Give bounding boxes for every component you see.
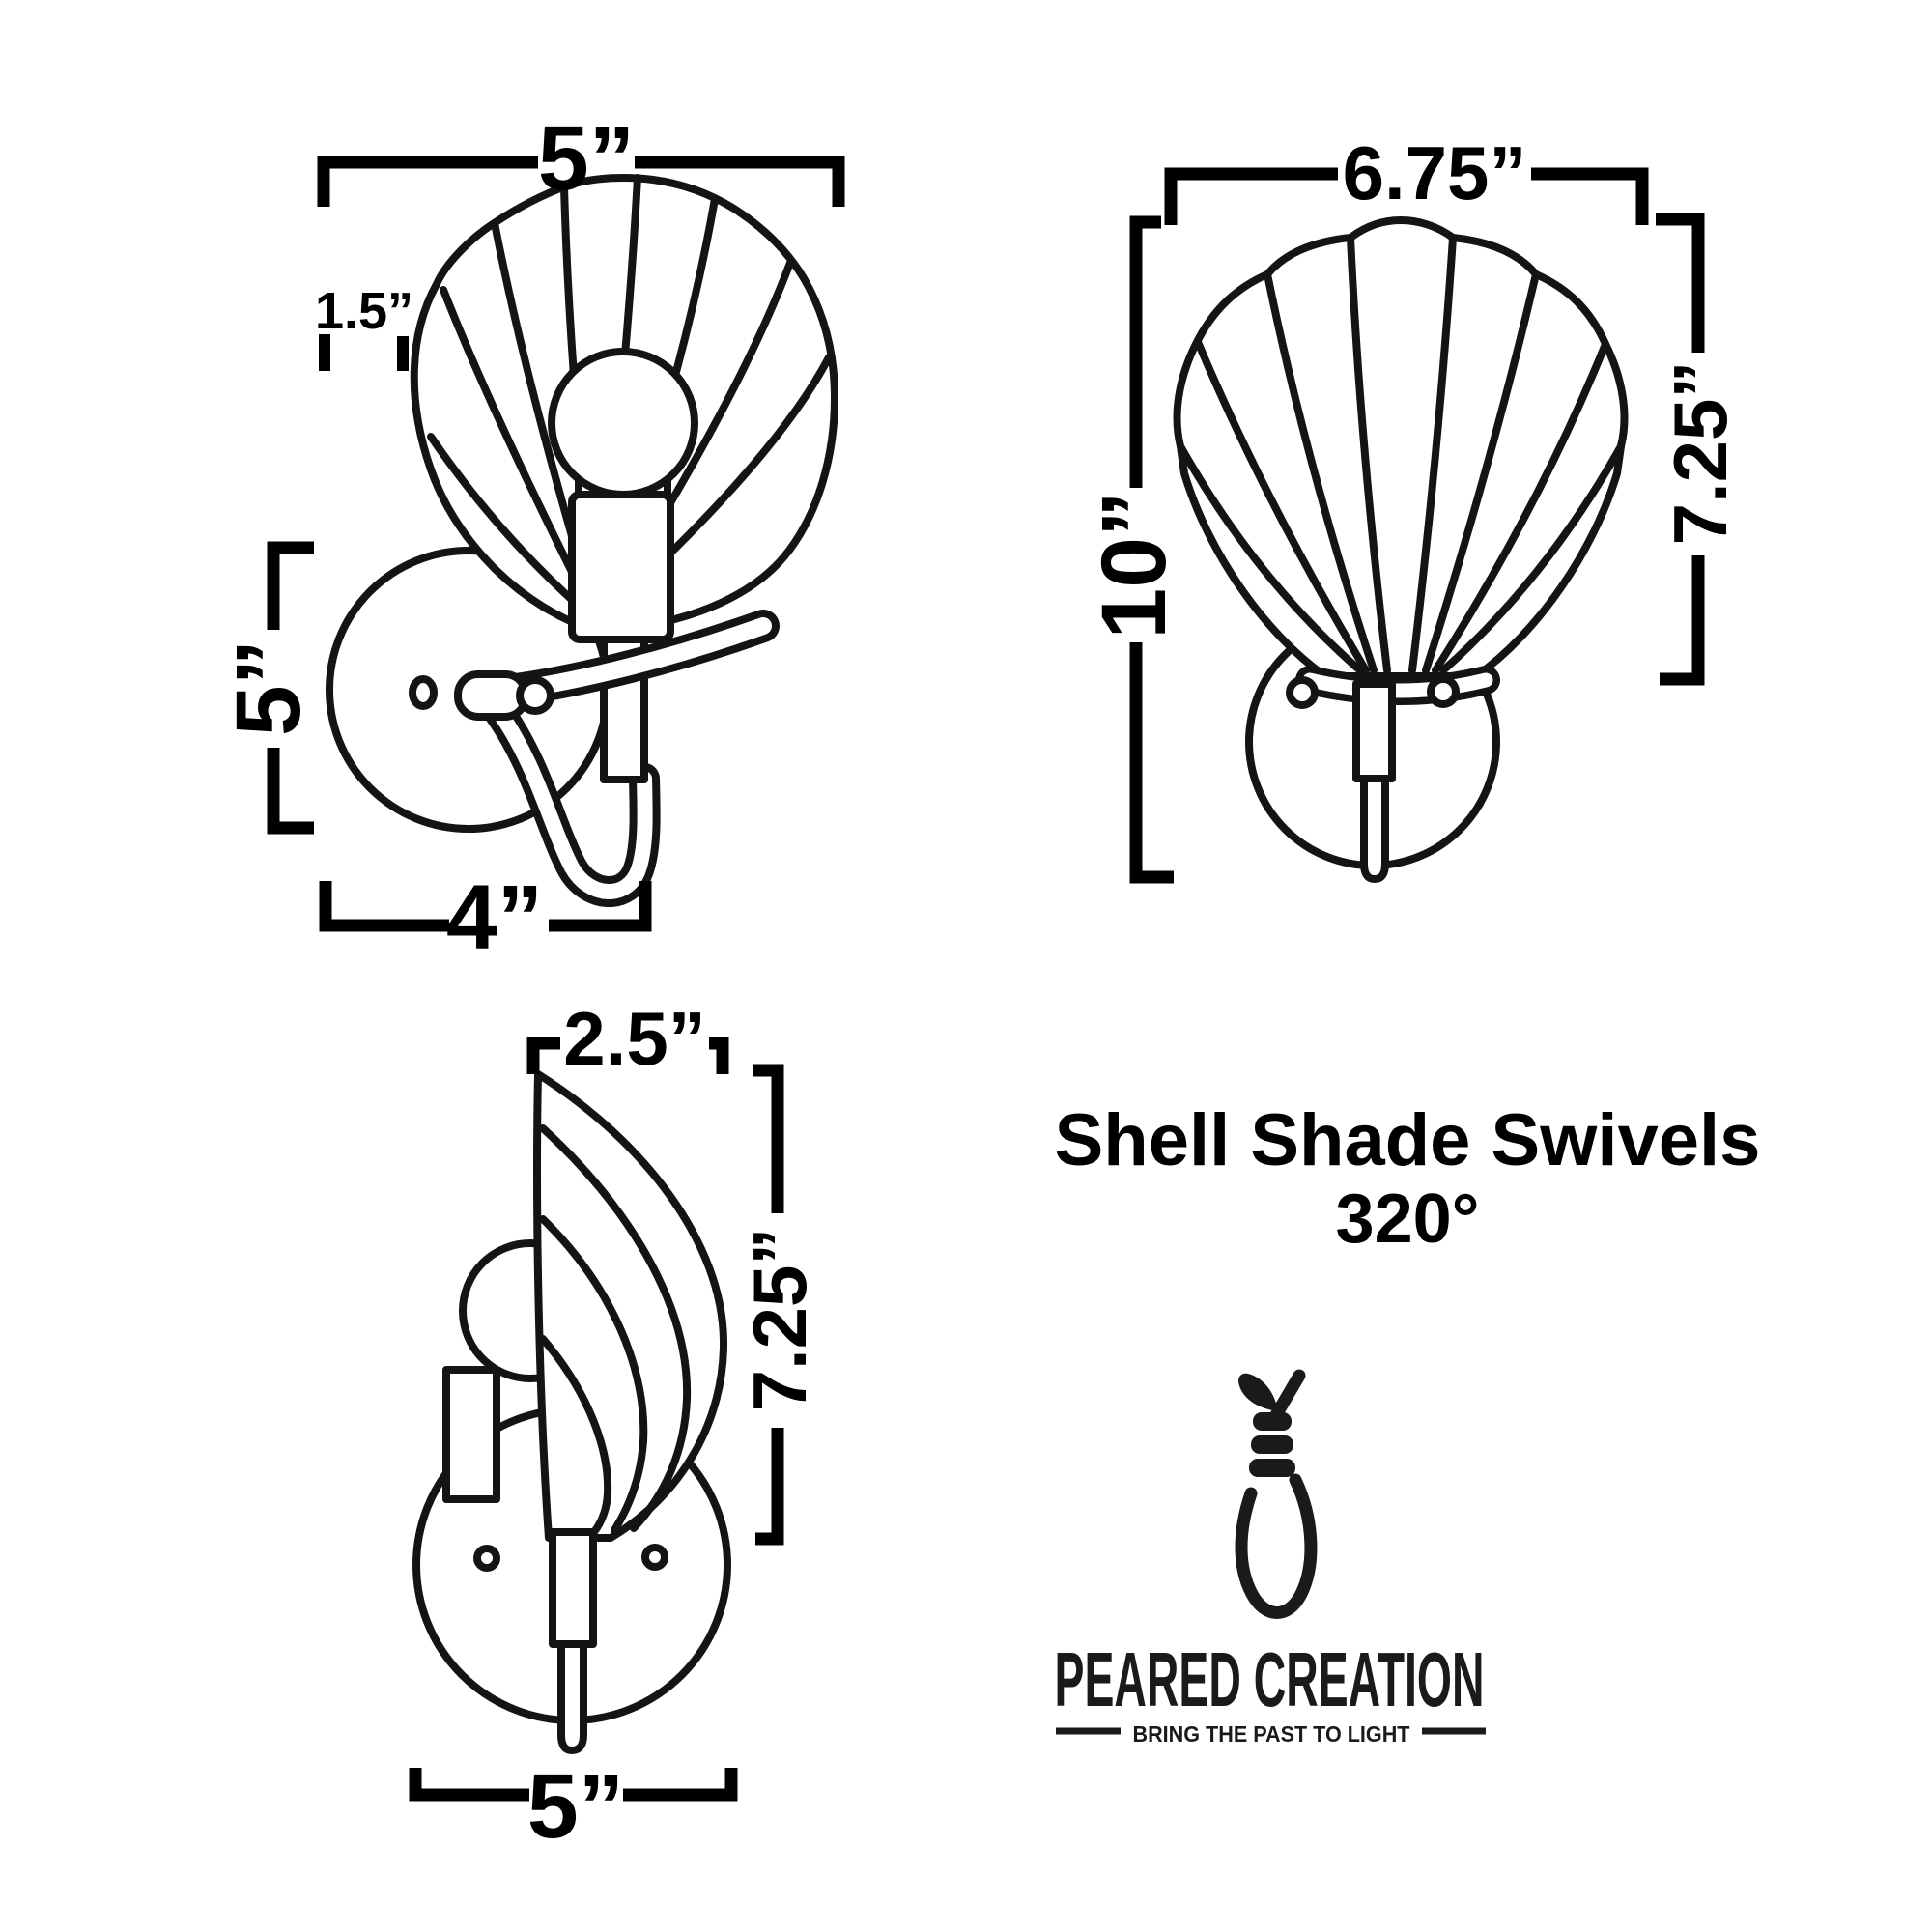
view-side: 2.5” 7.25” 5” xyxy=(409,996,822,1858)
dim-ticks-shade-inset xyxy=(319,334,409,371)
dim-label-backplate-width: 5” xyxy=(527,1755,624,1858)
shell-shade-profile xyxy=(533,1070,728,1542)
bulb-icon xyxy=(548,348,698,498)
note-line1: Shell Shade Swivels xyxy=(1055,1099,1761,1181)
pivot-ball xyxy=(516,676,554,715)
bulb-thread-2 xyxy=(1251,1435,1293,1454)
bulb-thread-1 xyxy=(1253,1412,1292,1431)
canopy-screw-icon xyxy=(409,675,438,710)
shell-shade-outline xyxy=(1173,216,1629,680)
dim-label-shade-depth: 2.5” xyxy=(563,996,705,1081)
dim-label-shade-width: 6.75” xyxy=(1343,130,1527,215)
mount-bracket xyxy=(442,1366,500,1503)
dim-label-shade-height: 7.25” xyxy=(737,1228,822,1412)
socket xyxy=(549,1528,597,1648)
pivot-knob xyxy=(454,670,529,721)
dim-bracket-shade-height xyxy=(753,1064,784,1546)
dim-bracket-shade-height xyxy=(1656,213,1705,686)
bulb-thread-3 xyxy=(1249,1459,1295,1477)
dim-bracket-shade-depth xyxy=(526,1037,729,1074)
view-front: 6.75” 10” 7.25” xyxy=(1083,130,1743,884)
dim-bracket-shade-width xyxy=(1164,167,1649,225)
swivel-note: Shell Shade Swivels 320° xyxy=(1055,1099,1761,1258)
dim-label-projection: 4” xyxy=(446,867,543,969)
saddle-ball-right xyxy=(1427,675,1460,708)
dim-bracket-total-height xyxy=(1129,215,1174,884)
brand-tagline: BRING THE PAST TO LIGHT xyxy=(1133,1721,1410,1747)
dim-bracket-backplate-height xyxy=(267,541,314,835)
dim-label-shade-height: 7.25” xyxy=(1658,361,1743,546)
saddle-ball-left xyxy=(1286,676,1319,709)
sconce-side-drawing xyxy=(412,1070,731,1754)
bulb-body xyxy=(1235,1473,1318,1619)
brand-name: PEARED CREATION xyxy=(1055,1636,1485,1722)
socket xyxy=(1352,680,1396,782)
stem xyxy=(1360,775,1389,883)
leaf-icon xyxy=(1238,1373,1278,1411)
arm-fill xyxy=(491,703,653,899)
stem xyxy=(557,1640,587,1754)
dim-label-shade-inset: 1.5” xyxy=(315,282,413,340)
brand-logo: PEARED CREATION BRING THE PAST TO LIGHT xyxy=(1055,1369,1486,1747)
screw-hole-right xyxy=(641,1544,668,1571)
dim-bracket-projection xyxy=(319,881,652,932)
note-line2: 320° xyxy=(1336,1180,1480,1258)
dim-bracket-backplate-width xyxy=(409,1768,738,1802)
saddle-fill xyxy=(1302,672,1493,698)
pear-bulb-icon xyxy=(1235,1369,1318,1619)
socket xyxy=(568,491,674,643)
dim-label-total-height: 10” xyxy=(1083,491,1185,639)
sconce-front-drawing xyxy=(1173,216,1629,883)
dim-label-backplate-height: 5” xyxy=(217,639,320,736)
shell-ribs xyxy=(539,1124,692,1536)
view-three-quarter: 5” 1.5” 5” 4” xyxy=(217,107,845,969)
dim-bracket-top-width xyxy=(317,156,845,207)
sconce-three-quarter-drawing xyxy=(326,174,838,907)
dim-label-total-width: 5” xyxy=(538,107,635,210)
shell-ribs xyxy=(1177,234,1625,674)
screw-hole-left xyxy=(473,1545,500,1572)
